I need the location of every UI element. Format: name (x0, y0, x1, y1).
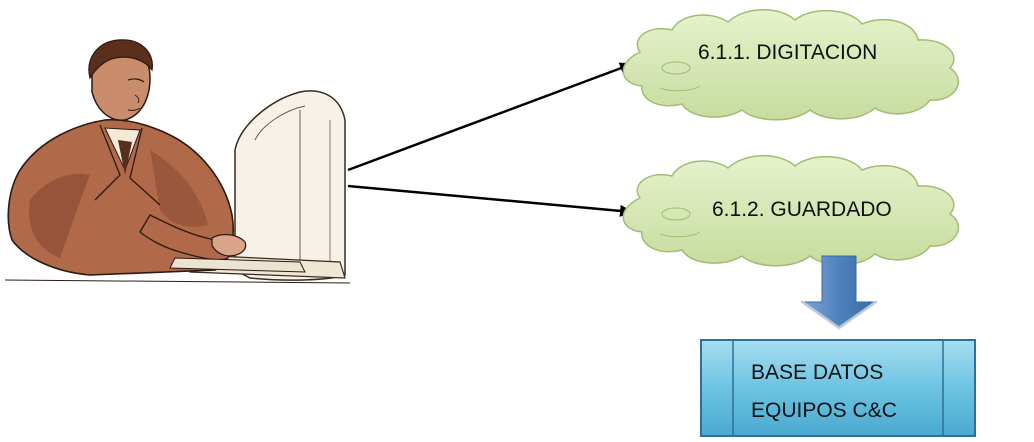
digitacion-label: 6.1.1. DIGITACION (698, 41, 877, 64)
database-label-line1: BASE DATOS (751, 361, 883, 384)
guardado-label: 6.1.2. GUARDADO (712, 198, 892, 221)
arrow-to-digitacion (347, 62, 634, 172)
down-arrow-icon (800, 255, 878, 330)
arrow-to-guardado (347, 184, 634, 217)
cloud-digitacion: 6.1.1. DIGITACION (622, 9, 960, 121)
cloud-guardado: 6.1.2. GUARDADO (622, 155, 960, 267)
database-label-line2: EQUIPOS C&C (751, 399, 897, 422)
person-at-computer-icon (4, 39, 351, 284)
database-box: BASE DATOS EQUIPOS C&C (700, 339, 976, 437)
